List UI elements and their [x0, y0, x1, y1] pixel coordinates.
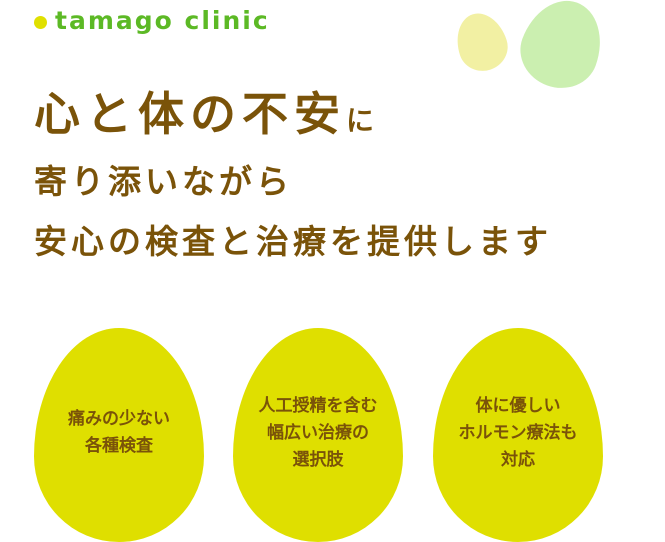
headline-suffix: に	[346, 104, 375, 137]
brand-logo[interactable]: tamago clinic	[34, 6, 270, 35]
decorative-egg-yellow-icon	[449, 6, 514, 78]
dot-icon	[34, 16, 47, 29]
headline-line-2: 寄り添いながら	[34, 162, 293, 201]
decorative-egg-green-icon	[510, 0, 614, 99]
feature-egg-treatment-options: 人工授精を含む 幅広い治療の 選択肢	[233, 328, 403, 542]
feature-text: 体に優しい ホルモン療法も 対応	[458, 395, 578, 470]
headline-main: 心と体の不安	[34, 87, 346, 141]
feature-text: 人工授精を含む 幅広い治療の 選択肢	[258, 395, 378, 470]
headline-line-1: 心と体の不安に	[34, 86, 374, 149]
headline-line-3: 安心の検査と治療を提供します	[34, 222, 552, 261]
feature-egg-hormone-therapy: 体に優しい ホルモン療法も 対応	[433, 328, 603, 542]
feature-egg-examinations: 痛みの少ない 各種検査	[34, 328, 204, 542]
feature-text: 痛みの少ない 各種検査	[68, 409, 170, 456]
brand-name: tamago clinic	[55, 6, 270, 35]
